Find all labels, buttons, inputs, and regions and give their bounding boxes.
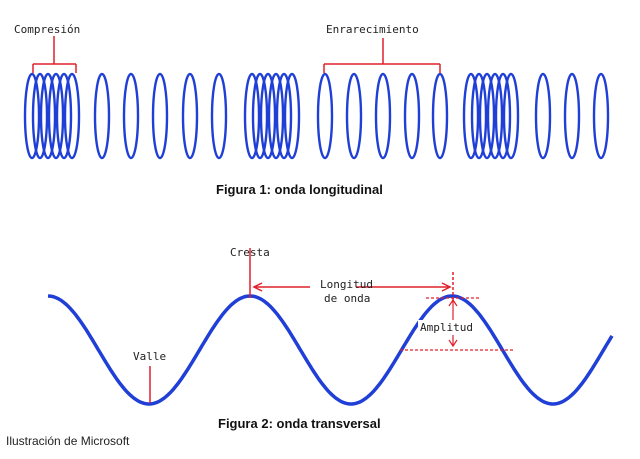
- coil-ring: [151, 72, 169, 160]
- coil-ring: [63, 72, 81, 160]
- coil-series: [23, 72, 610, 160]
- coil-ring: [275, 72, 293, 160]
- coil-ring: [494, 72, 512, 160]
- figure1-caption: Figura 1: onda longitudinal: [216, 182, 383, 197]
- wavelength-arrow: [252, 272, 454, 300]
- coil-ring: [470, 72, 488, 160]
- coil-ring: [563, 72, 581, 160]
- amplitude-label: Amplitud: [420, 321, 473, 334]
- coil-ring: [534, 72, 552, 160]
- crest-label: Cresta: [230, 246, 270, 259]
- coil-ring: [431, 72, 449, 160]
- compression-label: Compresión: [14, 23, 80, 36]
- trough-label: Valle: [133, 350, 166, 363]
- coil-ring: [251, 72, 269, 160]
- coil-ring: [93, 72, 111, 160]
- coil-ring: [403, 72, 421, 160]
- rarefaction-bracket: [323, 38, 441, 73]
- coil-ring: [210, 72, 228, 160]
- longitudinal-wave: Compresión Enrarecimiento Figura 1: onda…: [14, 23, 610, 197]
- coil-ring: [478, 72, 496, 160]
- figure2-caption: Figura 2: onda transversal: [218, 416, 381, 431]
- coil-ring: [502, 72, 520, 160]
- coil-ring: [462, 72, 480, 160]
- wavelength-label-line2: de onda: [324, 292, 370, 305]
- coil-ring: [592, 72, 610, 160]
- coil-ring: [55, 72, 73, 160]
- coil-ring: [283, 72, 301, 160]
- coil-ring: [316, 72, 334, 160]
- coil-ring: [23, 72, 41, 160]
- credit-text: Ilustración de Microsoft: [6, 434, 130, 448]
- coil-ring: [31, 72, 49, 160]
- coil-ring: [486, 72, 504, 160]
- coil-ring: [267, 72, 285, 160]
- coil-ring: [259, 72, 277, 160]
- transverse-wave: Cresta Valle Longitud de onda Amplitud F…: [47, 246, 614, 431]
- coil-ring: [39, 72, 57, 160]
- wavelength-label-line1: Longitud: [320, 278, 373, 291]
- compression-bracket: [32, 36, 77, 73]
- coil-ring: [47, 72, 65, 160]
- coil-ring: [374, 72, 392, 160]
- amplitude-label-bg: [418, 320, 474, 335]
- coil-ring: [181, 72, 199, 160]
- rarefaction-label: Enrarecimiento: [326, 23, 419, 36]
- coil-ring: [122, 72, 140, 160]
- coil-ring: [243, 72, 261, 160]
- sine-wave: [47, 294, 614, 406]
- coil-ring: [345, 72, 363, 160]
